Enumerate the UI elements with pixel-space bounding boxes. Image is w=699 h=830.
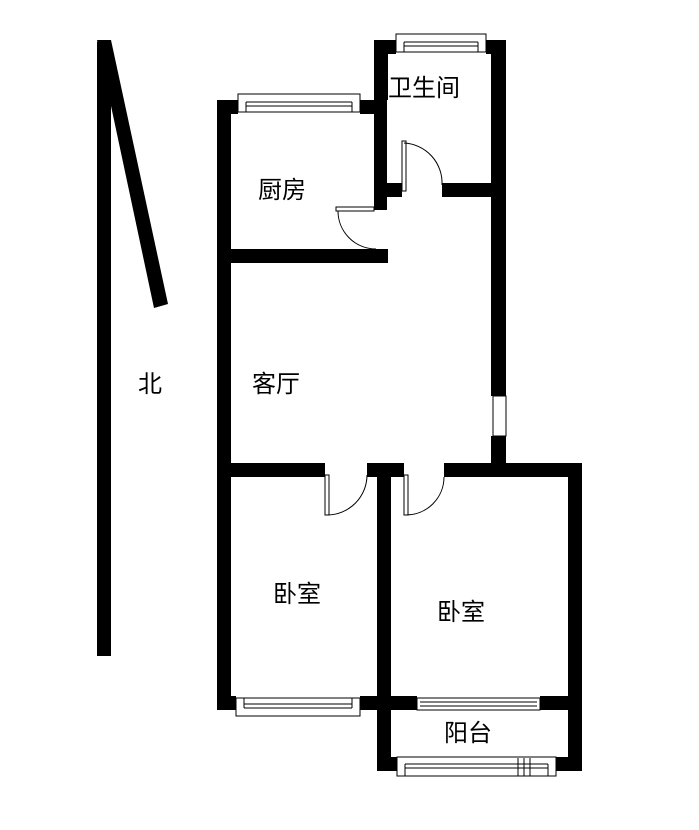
room-label-bathroom: 卫生间 <box>388 74 460 102</box>
room-label-bedroom-left: 卧室 <box>273 580 321 608</box>
door-bedroom-right <box>403 474 445 516</box>
window-bedroom-right-balcony <box>416 697 541 711</box>
window-bathroom-top <box>395 33 487 53</box>
window-balcony-bottom <box>396 756 557 777</box>
room-label-living-room: 客厅 <box>252 370 300 398</box>
walls <box>217 40 582 771</box>
room-label-balcony: 阳台 <box>444 719 492 747</box>
window-living-right <box>492 395 507 437</box>
north-arrow-icon <box>97 40 168 656</box>
window-kitchen-top <box>237 93 361 113</box>
window-bedroom-left-bottom <box>235 697 361 717</box>
door-bathroom <box>401 140 443 192</box>
room-label-bedroom-right: 卧室 <box>437 598 485 626</box>
door-kitchen <box>335 206 377 250</box>
room-label-kitchen: 厨房 <box>258 176 306 204</box>
north-label: 北 <box>138 370 162 398</box>
door-bedroom-left <box>324 474 368 516</box>
